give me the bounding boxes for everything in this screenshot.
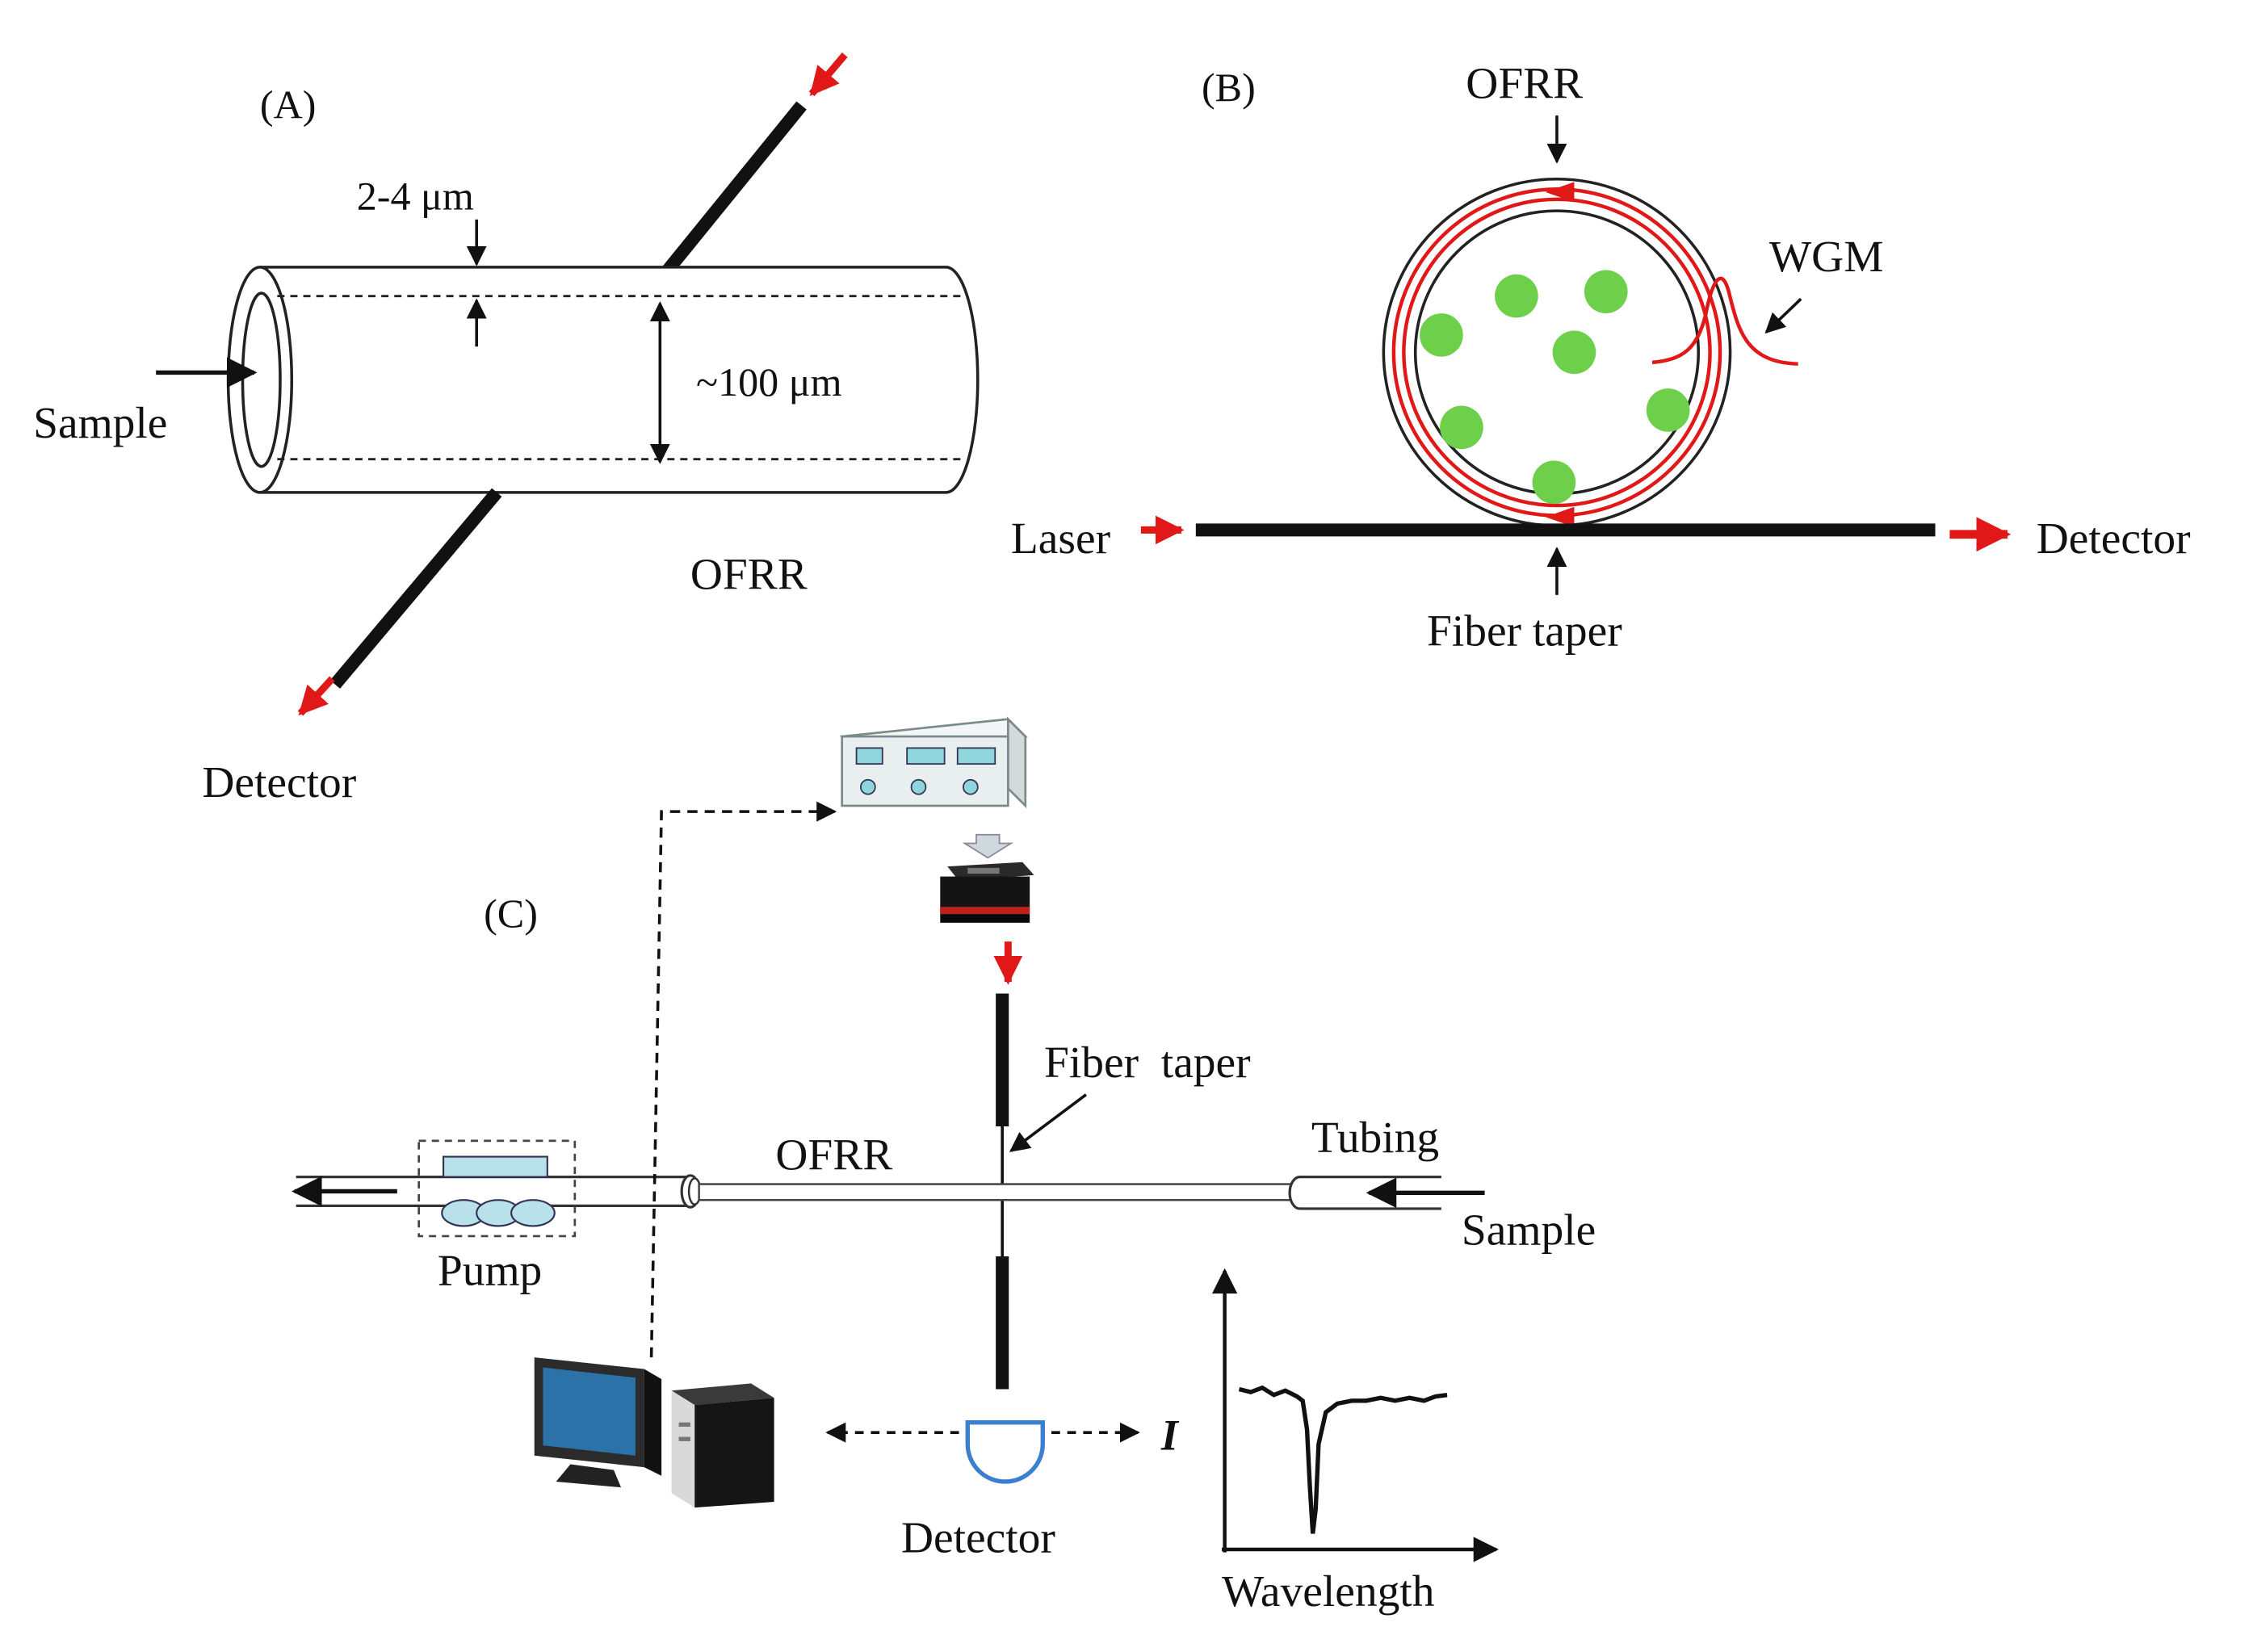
- fiber-lower: [329, 488, 502, 689]
- inlet-tubing: [1288, 1175, 1441, 1210]
- diameter-label: ~100 μm: [696, 359, 842, 405]
- wgm-direction-bottom: [1545, 506, 1575, 527]
- ofrr-label-b: OFRR: [1466, 59, 1583, 108]
- fiber-taper-label-c: Fiber taper: [1044, 1038, 1251, 1087]
- control-link-line: [649, 801, 837, 1358]
- detector-label-a: Detector: [202, 757, 356, 807]
- light-out-arrow: [297, 676, 335, 716]
- peristaltic-pump: [417, 1139, 577, 1238]
- laser-label: Laser: [1011, 514, 1110, 563]
- particles: [1420, 270, 1690, 505]
- detector-label-b: Detector: [2037, 514, 2191, 563]
- tubing-label: Tubing: [1311, 1113, 1439, 1162]
- ofrr-label-c: OFRR: [775, 1130, 892, 1180]
- wgm-direction-top: [1545, 182, 1575, 203]
- intensity-axis-label: I: [1160, 1411, 1180, 1460]
- fiber-upper: [659, 101, 807, 279]
- wgm-profile: [1651, 276, 1798, 366]
- photodetector-icon: [965, 1419, 1045, 1484]
- fiber-taper-label-b: Fiber taper: [1427, 606, 1622, 655]
- laser-controller: [839, 716, 1028, 809]
- wgm-circulation-inner: [1402, 197, 1712, 508]
- panel-b-label: (B): [1202, 65, 1256, 110]
- light-in-arrow: [808, 52, 848, 97]
- resonance-spectrum-curve: [1238, 1385, 1448, 1534]
- taper-pointer-c: [1009, 1093, 1087, 1152]
- controller-link-icon: [962, 833, 1014, 859]
- panel-c: (C): [292, 716, 1596, 1616]
- ofrr-capillary: [698, 1183, 1293, 1201]
- detector-label-c: Detector: [901, 1513, 1055, 1562]
- laser-source: [940, 862, 1034, 923]
- wgm-label: WGM: [1769, 232, 1884, 281]
- wgm-pointer-arrow: [1764, 297, 1802, 334]
- sample-label-c: Sample: [1462, 1205, 1596, 1255]
- tube-end-inner: [241, 291, 282, 468]
- sample-label: Sample: [33, 398, 167, 447]
- panel-a-label: (A): [260, 82, 317, 128]
- wavelength-axis-label: Wavelength: [1222, 1566, 1434, 1616]
- computer-icon: [534, 1357, 774, 1508]
- wall-thickness-label: 2-4 μm: [357, 173, 474, 218]
- capillary-tube: [259, 266, 980, 494]
- ofrr-label-a: OFRR: [690, 550, 808, 599]
- panel-a: (A) 2-4 μm ~100 μm Sample OFRR Detector: [33, 52, 980, 807]
- panel-b: (B) OFRR WGM Laser Detector Fiber t: [1011, 59, 2191, 656]
- panel-c-label: (C): [484, 891, 538, 936]
- pump-label: Pump: [438, 1246, 542, 1295]
